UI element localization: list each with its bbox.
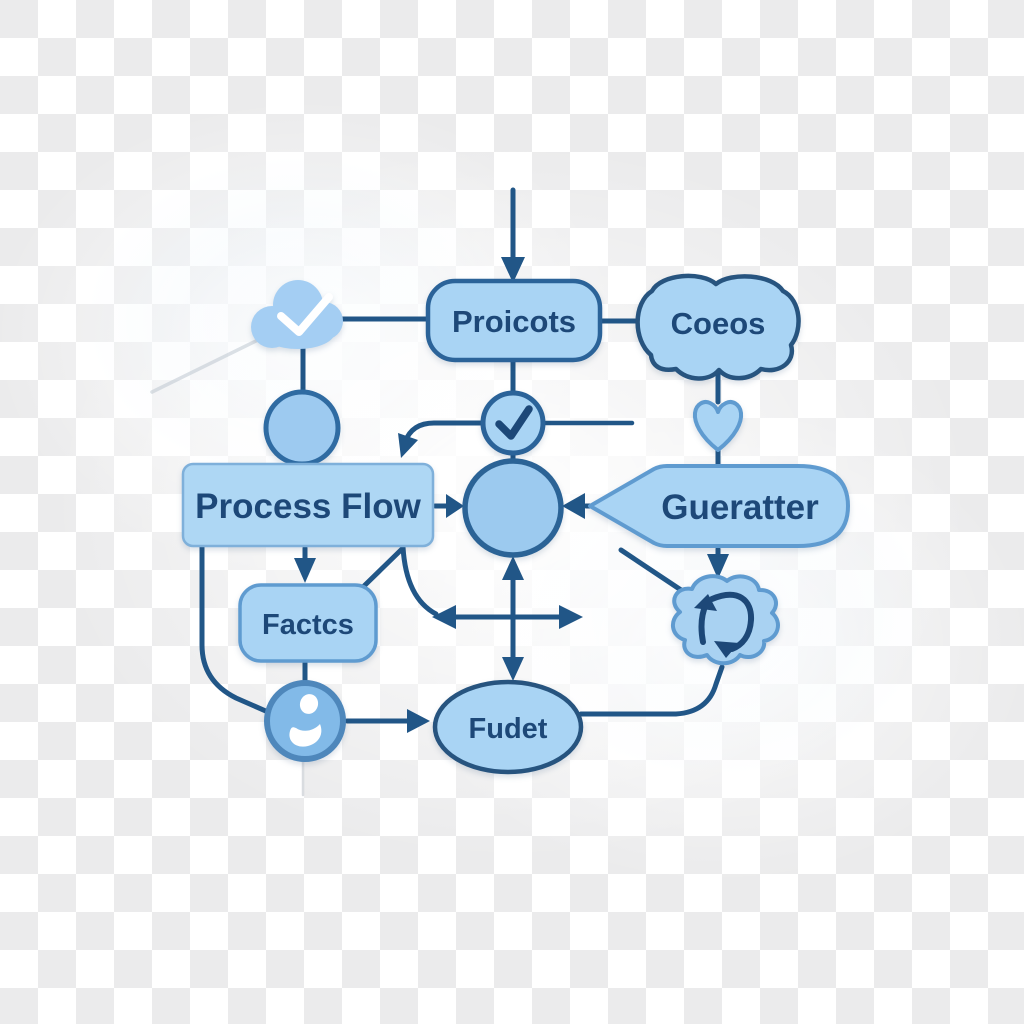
sync-cloud-icon xyxy=(671,574,780,666)
arrowhead-into-factcs xyxy=(294,558,316,583)
person-circle-icon xyxy=(264,680,346,762)
checkmark-icon xyxy=(495,405,533,440)
line-gueratter-diagonal-synccloud xyxy=(618,547,690,597)
arrowhead-into-circle-left xyxy=(446,494,464,518)
arrowheads xyxy=(294,257,729,733)
arrowhead-into-circle-right xyxy=(562,493,585,519)
arrowhead-into-fudet xyxy=(407,709,430,733)
node-label-process-flow: Process Flow xyxy=(195,487,421,526)
line-processflow-to-person xyxy=(199,544,271,715)
line-processflow-to-factcs-diagonal xyxy=(361,546,405,589)
line-fudet-to-synccloud xyxy=(578,664,725,717)
arrowhead-into-synccloud xyxy=(707,554,729,579)
cloud-check-icon xyxy=(251,280,343,349)
curve-processflow-to-harrow xyxy=(400,544,439,617)
arrowhead-vertical-down xyxy=(502,657,524,681)
plain-circle-node xyxy=(263,389,341,467)
arrow-checkcircle-to-processflow xyxy=(402,420,487,445)
heart-icon xyxy=(692,400,744,452)
node-proicots: Proicots xyxy=(425,278,603,363)
node-label-fudet: Fudet xyxy=(469,713,548,745)
node-factcs: Factcs xyxy=(238,583,378,663)
arrowhead-into-processflow xyxy=(398,433,418,458)
check-circle-icon xyxy=(480,390,546,456)
arrowhead-top-entry xyxy=(501,257,525,283)
arrowhead-horizontal-right xyxy=(559,605,583,629)
central-circle-node xyxy=(462,458,564,558)
checkmark-icon xyxy=(277,293,333,336)
node-process-flow: Process Flow xyxy=(181,462,435,548)
person-icon xyxy=(289,694,322,747)
node-label-factcs: Factcs xyxy=(262,609,354,641)
node-gueratter: Gueratter xyxy=(588,464,850,548)
node-label-coeos: Coeos xyxy=(671,306,766,341)
arrowhead-horizontal-left xyxy=(432,605,456,629)
node-label-gueratter: Gueratter xyxy=(661,488,819,527)
node-label-proicots: Proicots xyxy=(452,304,576,339)
arrowhead-vertical-up xyxy=(502,556,524,580)
faint-streak xyxy=(150,334,268,394)
node-fudet: Fudet xyxy=(432,679,584,775)
node-coeos: Coeos xyxy=(635,273,801,381)
